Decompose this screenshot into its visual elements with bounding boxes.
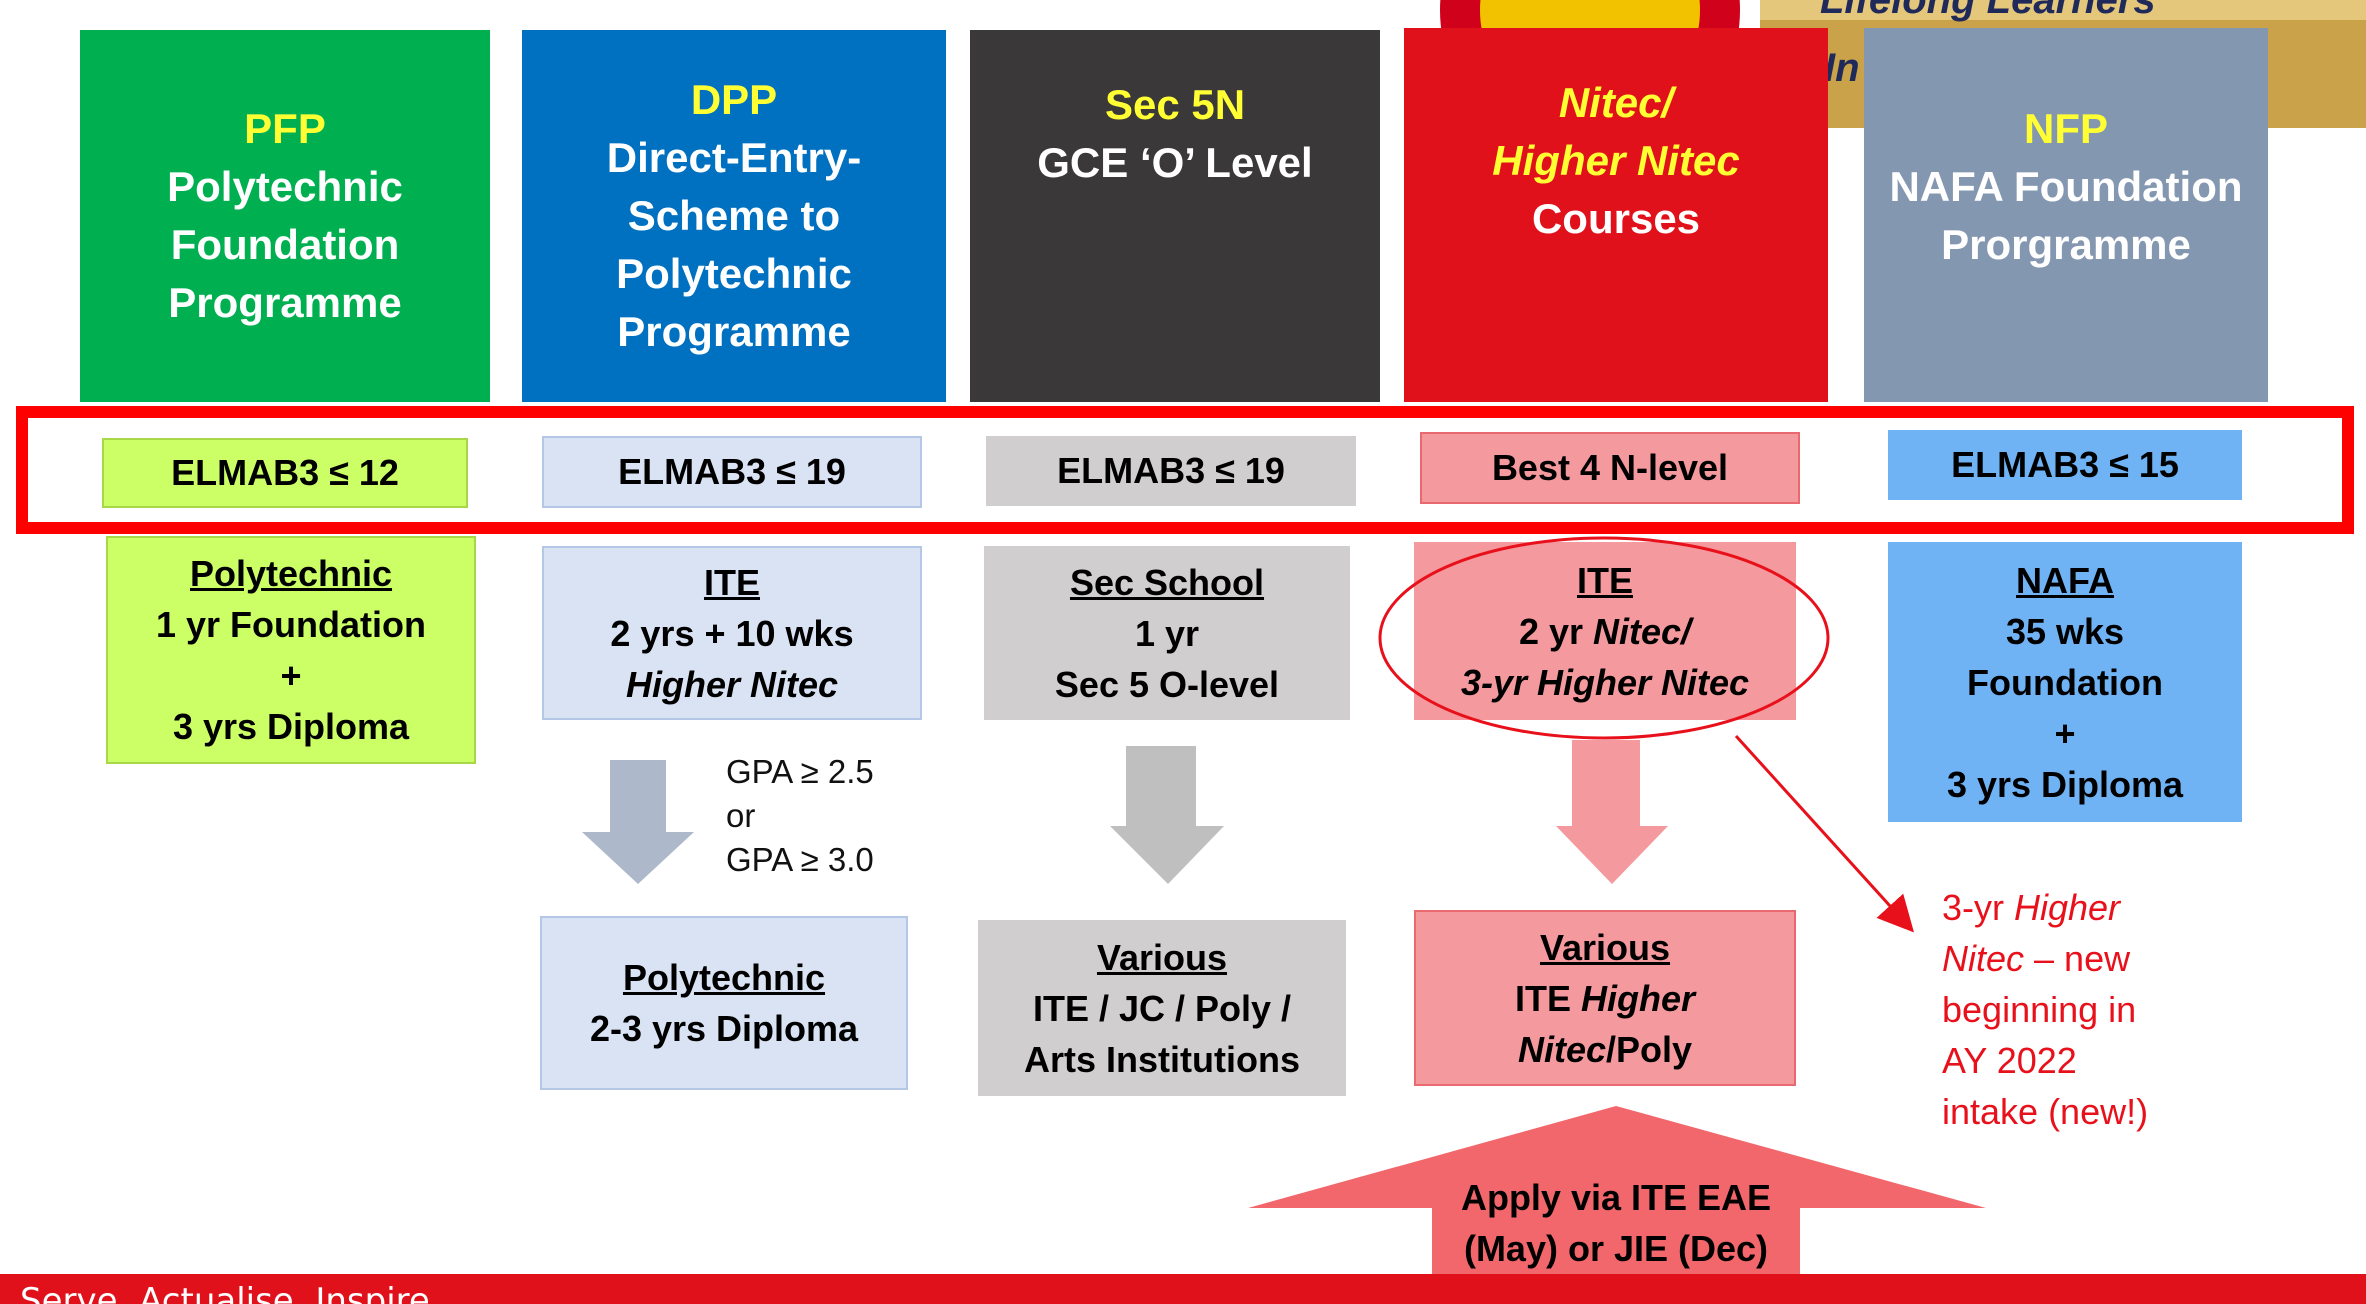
- down-arrow: [1110, 746, 1224, 884]
- note-line: beginning in: [1942, 989, 2137, 1030]
- apply-line: (May) or JIE (Dec): [1463, 1228, 1769, 1269]
- pathway-line: Higher Nitec: [625, 663, 839, 705]
- note-line: intake (new!): [1942, 1091, 2149, 1132]
- header-dpp: DPP Direct-Entry- Scheme to Polytechnic …: [522, 30, 946, 402]
- down-arrow: [1556, 740, 1668, 884]
- apply-arrow-label: Apply via ITE EAE (May) or JIE (Dec): [1432, 1168, 1800, 1278]
- pathway-line-italic: Nitec/: [1593, 610, 1692, 652]
- pathway-line: 3-yr Higher Nitec: [1460, 661, 1750, 703]
- criterion-pfp: ELMAB3 ≤ 12: [102, 438, 468, 508]
- destination-line: ITE / JC / Poly /: [1032, 987, 1292, 1029]
- pathway-line: 2 yrs + 10 wks: [610, 612, 854, 654]
- header-line: Programme: [168, 279, 402, 326]
- destination-title: Various: [1096, 936, 1228, 978]
- destination-sec5n: Various ITE / JC / Poly / Arts Instituti…: [978, 920, 1346, 1096]
- destination-prefix: ITE: [1514, 977, 1581, 1019]
- criterion-sec5n: ELMAB3 ≤ 19: [986, 436, 1356, 506]
- pathway-line-prefix: 2 yr: [1518, 610, 1593, 652]
- pathway-line: Sec 5 O-level: [1054, 663, 1280, 705]
- destination-dpp: Polytechnic 2-3 yrs Diploma: [540, 916, 908, 1090]
- pathway-line: 1 yr Foundation: [156, 604, 426, 645]
- apply-up-arrow: [1248, 1106, 1986, 1304]
- annotation-connector: [1734, 734, 1915, 933]
- pathway-institution: ITE: [703, 561, 760, 603]
- pathway-institution: Polytechnic: [189, 553, 393, 594]
- destination-title: Polytechnic: [622, 957, 826, 998]
- header-nfp: NFP NAFA Foundation Prorgramme: [1864, 28, 2268, 402]
- highlight-ellipse: [1378, 536, 1830, 740]
- pathway-line: +: [2054, 712, 2076, 754]
- header-line: Scheme to: [627, 192, 841, 239]
- pathway-line: 3 yrs Diploma: [172, 706, 410, 747]
- header-line: NAFA Foundation: [1889, 163, 2243, 210]
- header-line: Prorgramme: [1941, 221, 2191, 268]
- note-italic: Nitec: [1942, 938, 2025, 979]
- note-prefix: 3-yr: [1942, 887, 2014, 928]
- footer-bar: Serve. Actualise. Inspire.: [0, 1274, 2366, 1304]
- down-arrow: [582, 760, 694, 884]
- pathway-institution: NAFA: [2016, 559, 2114, 601]
- header-nitec: Nitec/ Higher Nitec Courses: [1404, 28, 1828, 402]
- logo-caption-2: In: [1824, 46, 1860, 90]
- pathway-pfp: Polytechnic 1 yr Foundation + 3 yrs Dipl…: [106, 536, 476, 764]
- pathway-line: Foundation: [1967, 661, 2163, 703]
- header-line: Polytechnic: [167, 163, 403, 210]
- destination-title: Various: [1539, 926, 1671, 968]
- pathway-institution: ITE: [1576, 559, 1633, 601]
- note-text: – new: [2024, 938, 2131, 979]
- pathway-institution: Sec School: [1069, 561, 1265, 603]
- header-line: Programme: [617, 308, 851, 355]
- gpa-line: or: [726, 797, 756, 834]
- pathway-dpp: ITE 2 yrs + 10 wks Higher Nitec: [542, 546, 922, 720]
- gpa-line: GPA ≥ 2.5: [726, 753, 874, 790]
- apply-line: Apply via ITE EAE: [1460, 1177, 1772, 1218]
- header-sec5n: Sec 5N GCE ‘O’ Level: [970, 30, 1380, 402]
- header-pfp: PFP Polytechnic Foundation Programme: [80, 30, 490, 402]
- header-code: Sec 5N: [1104, 81, 1246, 128]
- pathway-line: +: [280, 655, 302, 696]
- header-line: Courses: [1531, 195, 1701, 242]
- note-italic: Higher: [2014, 887, 2121, 928]
- higher-nitec-note: 3-yr Higher Nitec – new beginning in AY …: [1942, 882, 2202, 1137]
- header-line: Higher Nitec: [1492, 137, 1740, 184]
- gpa-condition: GPA ≥ 2.5 or GPA ≥ 3.0: [726, 750, 874, 882]
- criterion-nfp: ELMAB3 ≤ 15: [1888, 430, 2242, 500]
- pathway-line: 3 yrs Diploma: [1946, 763, 2184, 805]
- header-code: NFP: [2024, 105, 2108, 152]
- header-code: PFP: [244, 105, 326, 152]
- header-code: Nitec/: [1558, 79, 1674, 126]
- pathway-line: 1 yr: [1134, 612, 1200, 654]
- logo-banner-highlight: [1760, 0, 2366, 20]
- criteria-highlight-frame: [16, 406, 2354, 534]
- criterion-nitec: Best 4 N-level: [1420, 432, 1800, 504]
- pathway-sec5n: Sec School 1 yr Sec 5 O-level: [984, 546, 1350, 720]
- destination-suffix: /Poly: [1606, 1028, 1693, 1070]
- pathway-nfp: NAFA 35 wks Foundation + 3 yrs Diploma: [1888, 542, 2242, 822]
- destination-italic: Higher: [1581, 977, 1696, 1019]
- note-line: AY 2022: [1942, 1040, 2077, 1081]
- header-line: Polytechnic: [616, 250, 852, 297]
- footer-tagline: Serve. Actualise. Inspire.: [20, 1281, 441, 1304]
- destination-line: Arts Institutions: [1024, 1038, 1300, 1080]
- gpa-line: GPA ≥ 3.0: [726, 841, 874, 878]
- destination-line: 2-3 yrs Diploma: [589, 1008, 859, 1049]
- logo-caption-1: Lifelong Learners: [1820, 0, 2156, 22]
- pathway-nitec: ITE 2 yr Nitec/ 3-yr Higher Nitec: [1414, 542, 1796, 720]
- header-code: DPP: [690, 76, 778, 123]
- pathway-line: 35 wks: [2005, 610, 2125, 652]
- header-line: Foundation: [170, 221, 400, 268]
- criterion-dpp: ELMAB3 ≤ 19: [542, 436, 922, 508]
- destination-nitec: Various ITE Higher Nitec/Poly: [1414, 910, 1796, 1086]
- destination-italic: Nitec: [1517, 1028, 1606, 1070]
- header-line: GCE ‘O’ Level: [1037, 139, 1313, 186]
- header-line: Direct-Entry-: [606, 134, 862, 181]
